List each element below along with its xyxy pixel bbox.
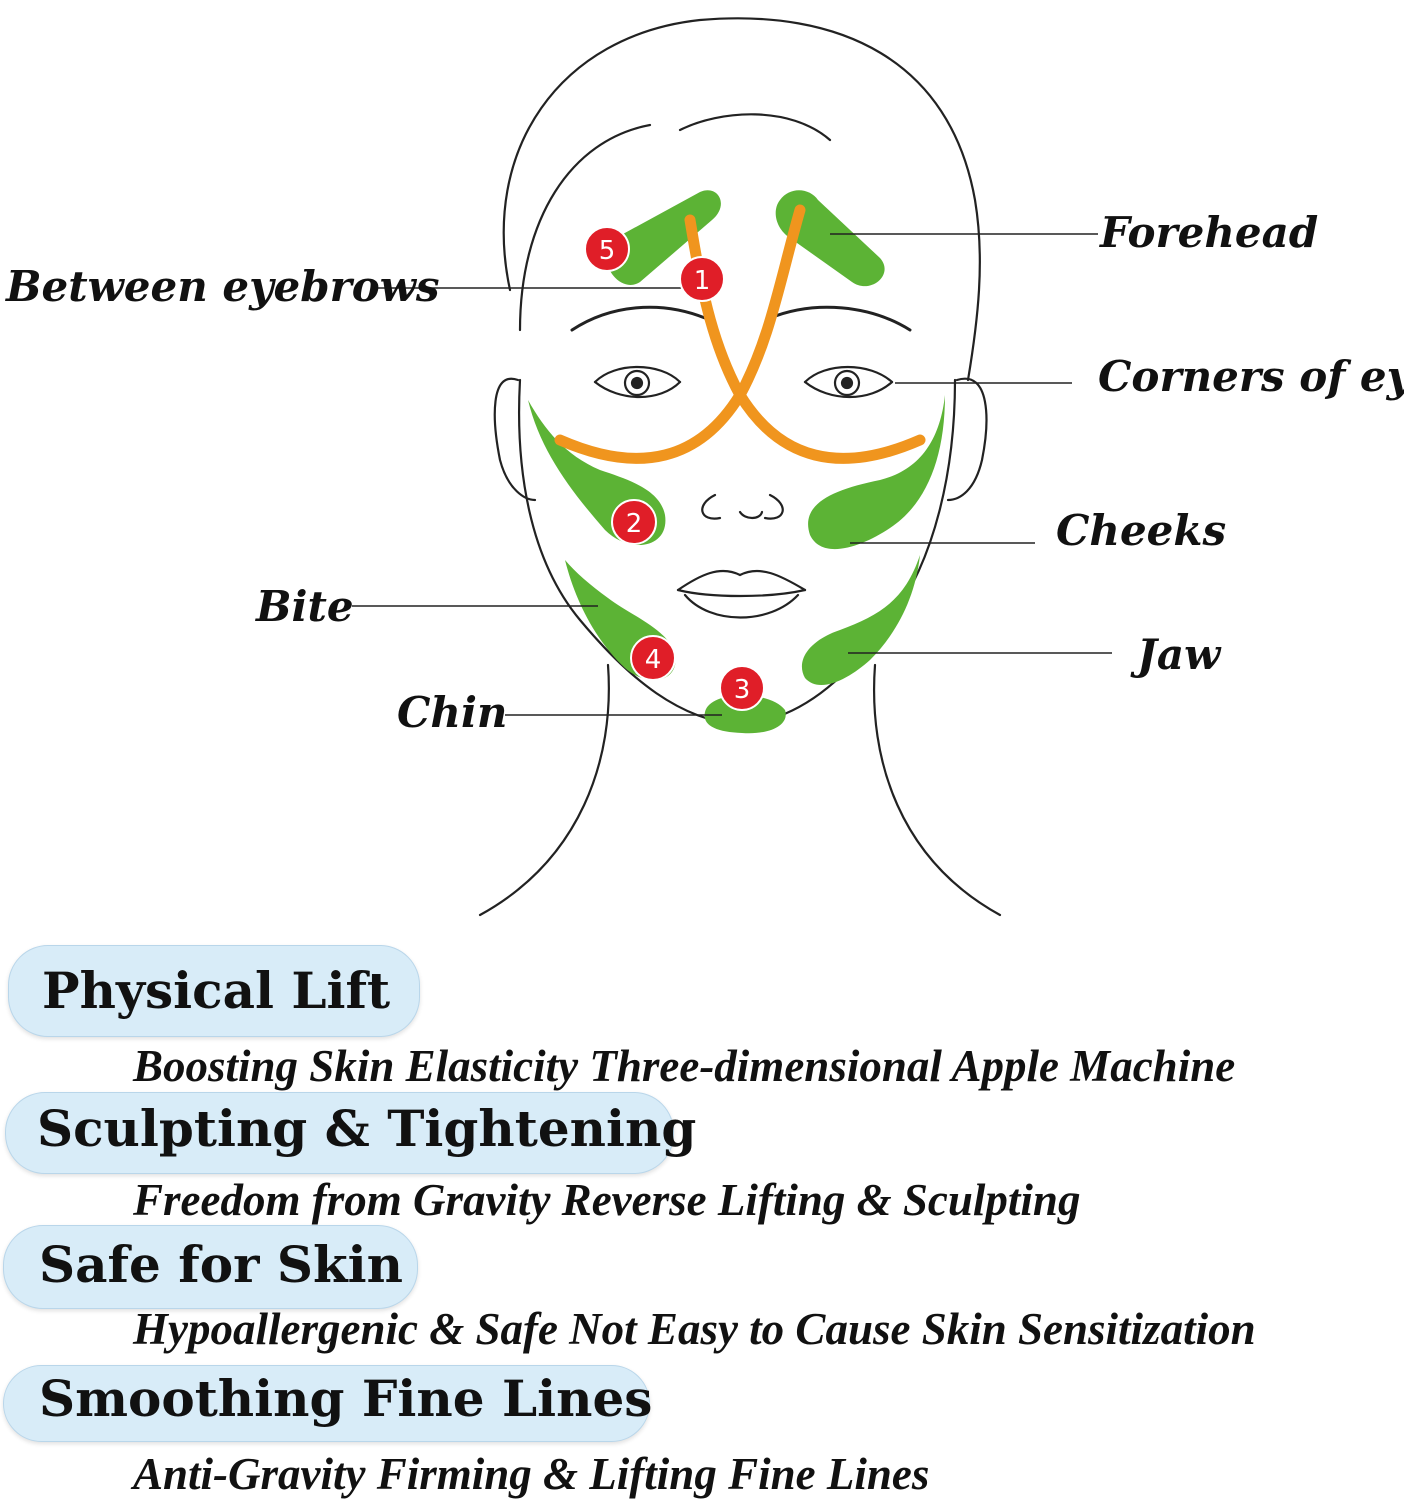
left-eye-lower	[593, 380, 682, 398]
feature-pill-smoothing	[3, 1365, 650, 1442]
label-corners-of-eyes: Corners of eyes	[1098, 352, 1404, 401]
label-jaw: Jaw	[1137, 630, 1221, 679]
left-eyebrow	[570, 305, 707, 332]
marker-3: 3	[719, 665, 765, 711]
svg-text:1: 1	[694, 266, 711, 296]
right-eye-lower	[803, 380, 894, 398]
treatment-zones	[528, 190, 945, 734]
face-illustration: 5 1 2 4 3	[352, 17, 1112, 917]
lips-upper	[676, 570, 807, 592]
nose	[701, 493, 784, 520]
jaw-right-zone	[801, 555, 920, 686]
feature-pill-physical-lift	[8, 945, 420, 1037]
svg-text:4: 4	[645, 645, 662, 675]
label-between-eyebrows: Between eyebrows	[6, 262, 440, 311]
feature-subtitle-safe-for-skin: Hypoallergenic & Safe Not Easy to Cause …	[133, 1304, 1256, 1354]
left-pupil	[630, 376, 644, 390]
marker-2: 2	[611, 499, 657, 545]
left-eye-upper	[593, 366, 682, 384]
label-bite: Bite	[256, 582, 354, 631]
feature-title-sculpting: Sculpting & Tightening	[37, 1099, 697, 1158]
feature-pill-safe-for-skin	[3, 1225, 418, 1309]
hair-outline	[502, 17, 981, 382]
markers: 5 1 2 4 3	[584, 226, 765, 711]
forehead-left-zone	[606, 190, 721, 285]
hair-part	[678, 113, 832, 142]
marker-1: 1	[679, 256, 725, 302]
marker-5: 5	[584, 226, 630, 272]
right-eye-upper	[803, 366, 894, 384]
right-pupil	[840, 376, 854, 390]
label-cheeks: Cheeks	[1056, 506, 1227, 555]
right-eyebrow	[768, 305, 912, 332]
label-chin: Chin	[397, 688, 508, 737]
svg-text:3: 3	[734, 675, 751, 705]
feature-subtitle-physical-lift: Boosting Skin Elasticity Three-dimension…	[133, 1041, 1236, 1091]
marker-4: 4	[630, 635, 676, 681]
feature-title-safe-for-skin: Safe for Skin	[39, 1235, 403, 1294]
neck-left	[478, 663, 610, 917]
feature-subtitle-sculpting: Freedom from Gravity Reverse Lifting & S…	[133, 1175, 1081, 1225]
label-forehead: Forehead	[1100, 208, 1319, 257]
chin-zone	[704, 695, 786, 734]
left-iris	[623, 369, 651, 397]
neck-right	[873, 663, 1002, 917]
lips-middle	[676, 588, 807, 598]
right-iris	[833, 369, 861, 397]
lips-lower	[683, 593, 800, 619]
feature-title-smoothing: Smoothing Fine Lines	[39, 1369, 653, 1428]
svg-text:5: 5	[599, 236, 616, 266]
feature-subtitle-smoothing: Anti-Gravity Firming & Lifting Fine Line…	[133, 1449, 930, 1499]
svg-text:2: 2	[626, 509, 643, 539]
leader-lines	[352, 233, 1112, 716]
face-left-contour	[517, 378, 742, 727]
feature-title-physical-lift: Physical Lift	[42, 961, 391, 1020]
cheek-right-zone	[808, 395, 945, 550]
hair-inner	[518, 123, 652, 332]
left-ear	[493, 377, 537, 502]
feature-pill-sculpting	[5, 1092, 674, 1174]
